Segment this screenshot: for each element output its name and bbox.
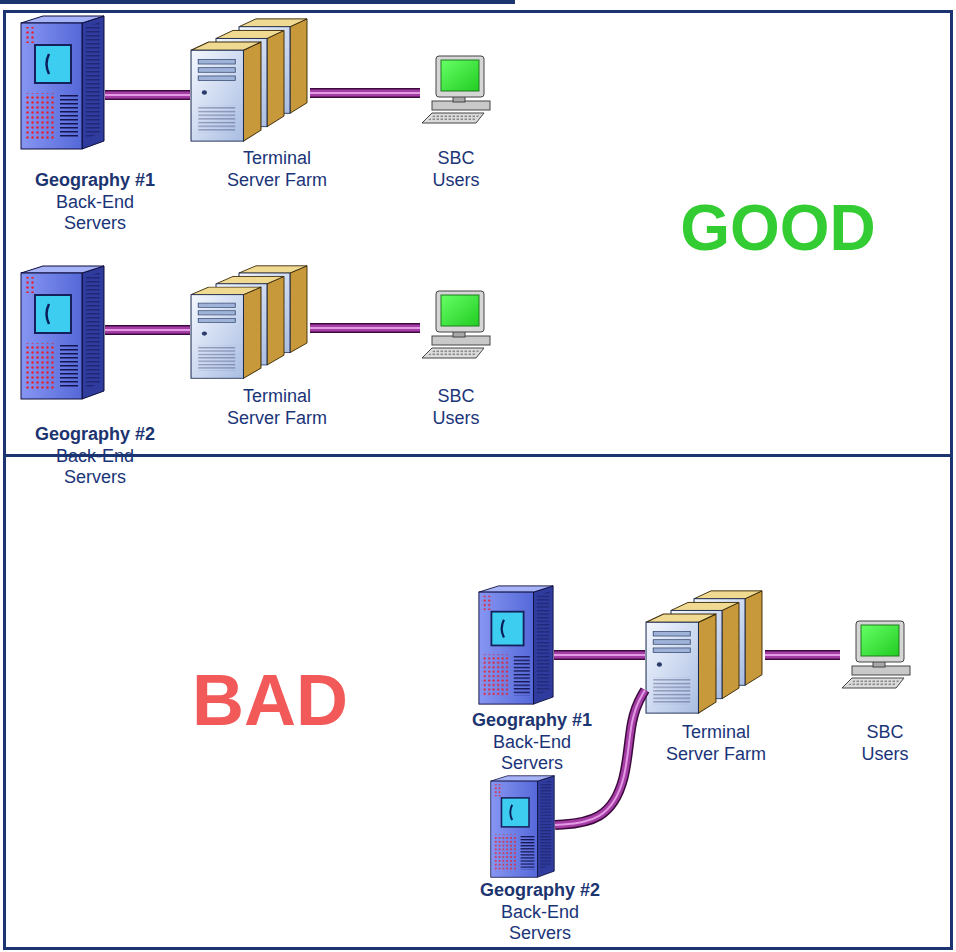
verdict-panel: GOODGeography #1Back-End ServersTerminal… bbox=[3, 10, 953, 457]
server-icon bbox=[21, 16, 104, 149]
farm-icon bbox=[191, 266, 307, 378]
pipe-outline bbox=[765, 650, 840, 660]
device-label: SBC Users bbox=[427, 148, 485, 191]
device-caption: Terminal Server Farm bbox=[217, 148, 337, 191]
pipe-outline bbox=[105, 90, 190, 100]
server-icon bbox=[491, 776, 554, 877]
device-label: Terminal Server Farm bbox=[220, 148, 334, 191]
terminal-farm-node: Terminal Server Farm bbox=[190, 265, 310, 380]
verdict-label: BAD bbox=[192, 659, 348, 741]
device-caption: Geography #2Back-End Servers bbox=[470, 880, 610, 945]
pipe-shine bbox=[765, 654, 840, 656]
pipe-shine bbox=[105, 329, 190, 331]
terminal-farm-node: Terminal Server Farm bbox=[645, 590, 765, 715]
device-label: SBC Users bbox=[427, 386, 485, 429]
pipe-body bbox=[310, 325, 420, 332]
network-pipe bbox=[765, 655, 840, 656]
network-pipe bbox=[310, 93, 420, 94]
pc-icon bbox=[842, 621, 910, 688]
geography-name: Geography #2 bbox=[25, 424, 165, 446]
device-label: SBC Users bbox=[856, 722, 914, 765]
server-node: Geography #1Back-End Servers bbox=[478, 585, 554, 705]
pipe-shine bbox=[310, 327, 420, 329]
geography-name: Geography #2 bbox=[470, 880, 610, 902]
network-pipe bbox=[554, 655, 645, 656]
geography-name: Geography #1 bbox=[462, 710, 602, 732]
user-node: SBC Users bbox=[420, 290, 495, 360]
device-caption: Terminal Server Farm bbox=[217, 386, 337, 429]
device-caption: Geography #2Back-End Servers bbox=[25, 424, 165, 489]
user-node: SBC Users bbox=[420, 55, 495, 125]
network-pipe bbox=[310, 328, 420, 329]
pc-icon bbox=[422, 291, 490, 358]
user-node: SBC Users bbox=[840, 620, 915, 690]
device-caption: Geography #1Back-End Servers bbox=[462, 710, 602, 775]
device-caption: Terminal Server Farm bbox=[656, 722, 776, 765]
verdict-label: GOOD bbox=[680, 191, 876, 265]
server-icon bbox=[479, 586, 553, 704]
title-bar bbox=[0, 0, 515, 4]
farm-icon bbox=[646, 591, 762, 713]
device-caption: SBC Users bbox=[421, 148, 491, 191]
verdict-panel: BADGeography #1Back-End ServersTerminal … bbox=[3, 454, 953, 950]
network-pipe bbox=[105, 95, 190, 96]
device-label: Back-End Servers bbox=[49, 446, 141, 489]
pipe-outline bbox=[310, 323, 420, 333]
server-node: Geography #2Back-End Servers bbox=[20, 265, 105, 400]
device-label: Back-End Servers bbox=[49, 192, 141, 235]
server-node: Geography #1Back-End Servers bbox=[20, 15, 105, 150]
pipe-shine bbox=[554, 654, 645, 656]
device-label: Back-End Servers bbox=[486, 732, 578, 775]
pipe-outline bbox=[105, 325, 190, 335]
pipe-outline bbox=[310, 88, 420, 98]
pipe-body bbox=[105, 92, 190, 99]
server-icon bbox=[21, 266, 104, 399]
pipe-body bbox=[105, 327, 190, 334]
device-label: Terminal Server Farm bbox=[659, 722, 773, 765]
pipe-body bbox=[310, 90, 420, 97]
device-caption: Geography #1Back-End Servers bbox=[25, 170, 165, 235]
terminal-farm-node: Terminal Server Farm bbox=[190, 18, 310, 143]
pipe-body bbox=[765, 652, 840, 659]
pipe-body bbox=[554, 652, 645, 659]
pipe-outline bbox=[554, 650, 645, 660]
pipe-shine bbox=[310, 92, 420, 94]
farm-icon bbox=[191, 19, 307, 141]
device-caption: SBC Users bbox=[850, 722, 920, 765]
server-node: Geography #2Back-End Servers bbox=[490, 775, 555, 878]
device-caption: SBC Users bbox=[421, 386, 491, 429]
pc-icon bbox=[422, 56, 490, 123]
device-label: Terminal Server Farm bbox=[220, 386, 334, 429]
pipe-shine bbox=[105, 94, 190, 96]
geography-name: Geography #1 bbox=[25, 170, 165, 192]
network-pipe bbox=[105, 330, 190, 331]
device-label: Back-End Servers bbox=[494, 902, 586, 945]
